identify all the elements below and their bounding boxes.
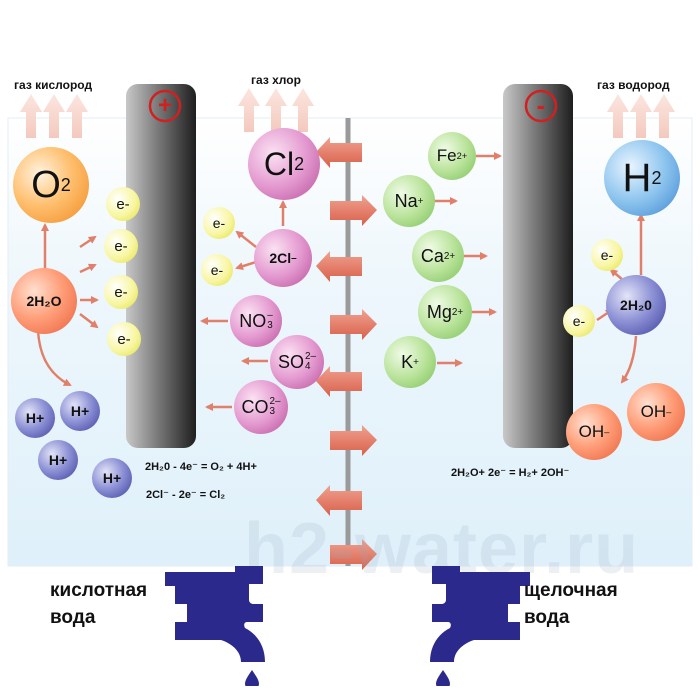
electron: e- [104, 229, 138, 263]
hydroxide-ion: OH– [566, 404, 622, 460]
anode-electrode [126, 84, 196, 448]
electron: e- [201, 254, 233, 286]
hydroxide-ion: OH– [627, 383, 685, 441]
chlorine-gas-label: газ хлор [251, 73, 301, 87]
cathode-equation: 2H₂O+ 2e⁻ = H₂+ 2OH⁻ [451, 467, 570, 479]
anode-equation-chlorine: 2Cl⁻ - 2e⁻ = Cl₂ [146, 489, 226, 501]
chlorine-gas-arrows [238, 88, 314, 132]
water-molecule-anode: 2H₂O [11, 268, 77, 334]
hydrogen-ion: H+ [15, 398, 55, 438]
anode-sign-circle [148, 89, 182, 123]
oxygen-gas-label: газ кислород [14, 78, 93, 92]
cathode-sign-circle [524, 89, 558, 123]
oxygen-gas-arrows [20, 94, 88, 138]
reaction-arrows [36, 152, 645, 411]
hydrogen-gas-arrows [607, 94, 675, 138]
electron: e- [203, 207, 235, 239]
faucet-alkaline-icon [430, 566, 530, 686]
electron: e- [591, 239, 623, 271]
electron: e- [106, 187, 140, 221]
cathode-sign: - [536, 90, 546, 120]
water-molecule-cathode: 2H₂0 [606, 275, 666, 335]
anode-equation-water: 2H₂0 - 4e⁻ = O₂ + 4H+ [145, 461, 257, 473]
membrane-left-arrows [316, 137, 362, 516]
electron: e- [104, 275, 138, 309]
membrane-right-arrows [330, 195, 377, 570]
faucet-acidic-icon [165, 566, 265, 686]
hydrogen-ion: H+ [38, 440, 78, 480]
hydrogen-ion: H+ [92, 458, 132, 498]
acidic-water-label: кислотная вода [50, 580, 148, 628]
nitrate-ion: NO–3 [230, 295, 282, 347]
electron: e- [563, 305, 595, 337]
hydrogen-ion: H+ [60, 391, 100, 431]
alkaline-water-label: щелочная вода [524, 580, 618, 628]
anode-sign: + [157, 92, 172, 119]
chloride-ions: 2Cl– [254, 229, 312, 287]
cathode-electrode [503, 84, 573, 448]
potassium-ion: K+ [384, 336, 436, 388]
hydrogen-gas-label: газ водород [597, 78, 670, 92]
electron: e- [107, 322, 141, 356]
sodium-ion: Na+ [383, 175, 435, 227]
